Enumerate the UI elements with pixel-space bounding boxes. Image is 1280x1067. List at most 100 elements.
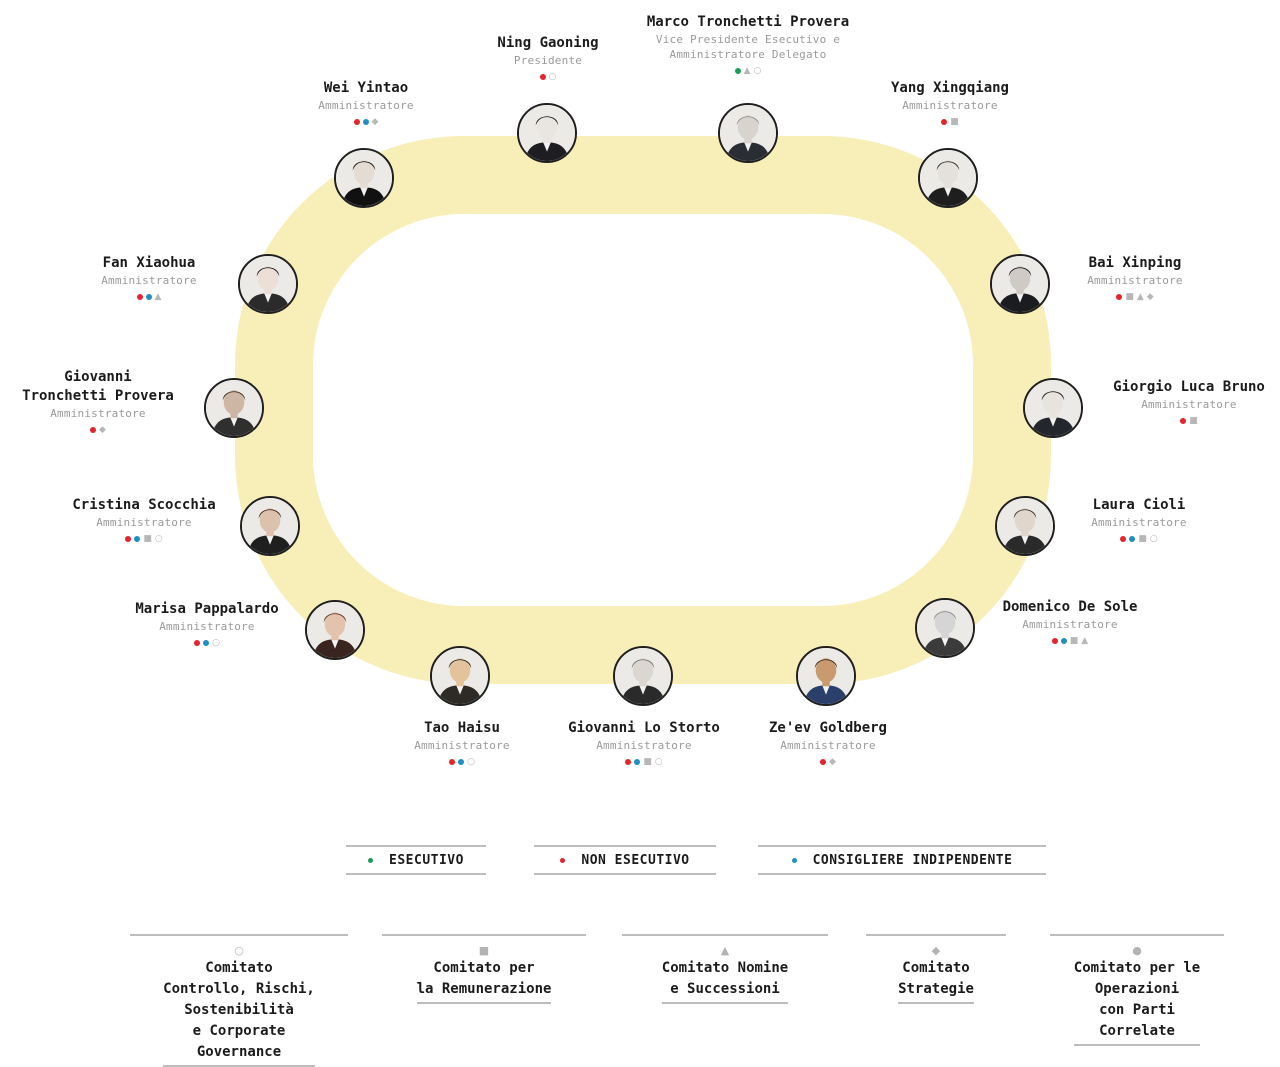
member-role: Amministratore bbox=[96, 516, 192, 529]
member-role: Amministratore bbox=[1091, 516, 1187, 529]
committee-title[interactable]: Comitato per la Remunerazione bbox=[416, 958, 552, 1004]
member-giorgio-luca-bruno: Giorgio Luca Bruno Amministratore ■ bbox=[1100, 378, 1278, 427]
circle-outline-icon: ○ bbox=[753, 66, 762, 76]
independent-dot-icon bbox=[791, 857, 797, 863]
committee-control-risks: ○ Comitato Controllo, Rischi, Sostenibil… bbox=[130, 934, 348, 1067]
diamond-icon: ◆ bbox=[931, 944, 941, 957]
square-icon: ■ bbox=[1125, 292, 1134, 302]
member-marks: ■○ bbox=[1120, 533, 1158, 545]
independent-dot-icon bbox=[1129, 536, 1136, 542]
member-role: Amministratore bbox=[780, 739, 876, 752]
triangle-icon: ▲ bbox=[1136, 292, 1144, 302]
portrait-icon bbox=[432, 648, 488, 704]
avatar-marco-tronchetti-provera[interactable] bbox=[718, 103, 778, 163]
square-icon: ■ bbox=[143, 534, 152, 544]
committee-title[interactable]: Comitato Nomine e Successioni bbox=[661, 958, 789, 1004]
member-marks: ○ bbox=[539, 71, 556, 83]
avatar-laura-cioli[interactable] bbox=[995, 496, 1055, 556]
member-name[interactable]: Wei Yintao bbox=[323, 80, 409, 96]
member-marks: ■○ bbox=[125, 533, 163, 545]
member-name[interactable]: Yang Xingqiang bbox=[890, 80, 1009, 96]
avatar-yang-xingqiang[interactable] bbox=[918, 148, 978, 208]
member-cristina-scocchia: Cristina Scocchia Amministratore ■○ bbox=[60, 496, 228, 545]
avatar-domenico-de-sole[interactable] bbox=[915, 598, 975, 658]
portrait-icon bbox=[720, 105, 776, 161]
diamond-icon: ◆ bbox=[371, 117, 379, 127]
member-name[interactable]: Bai Xinping bbox=[1088, 255, 1182, 271]
portrait-icon bbox=[519, 105, 575, 161]
triangle-icon: ▲ bbox=[743, 66, 751, 76]
member-role: Amministratore bbox=[902, 99, 998, 112]
member-marisa-pappalardo: Marisa Pappalardo Amministratore ○ bbox=[124, 600, 290, 649]
member-marks: ◆ bbox=[353, 116, 379, 128]
portrait-icon bbox=[206, 380, 262, 436]
circle-outline-icon: ○ bbox=[654, 757, 663, 767]
committee-title[interactable]: Comitato Controllo, Rischi, Sostenibilit… bbox=[163, 958, 315, 1067]
non-executive-dot-icon bbox=[1180, 418, 1187, 424]
member-name[interactable]: Marco Tronchetti Provera bbox=[646, 14, 850, 30]
member-ning-gaoning: Ning Gaoning Presidente ○ bbox=[486, 34, 610, 83]
avatar-giorgio-luca-bruno[interactable] bbox=[1023, 378, 1083, 438]
square-icon: ■ bbox=[1138, 534, 1147, 544]
non-executive-dot-icon bbox=[941, 119, 948, 125]
triangle-icon: ▲ bbox=[720, 944, 730, 957]
legend-non-executive: NON ESECUTIVO bbox=[534, 845, 716, 875]
independent-dot-icon bbox=[458, 759, 465, 765]
portrait-icon bbox=[240, 256, 296, 312]
member-name[interactable]: Laura Cioli bbox=[1092, 497, 1186, 513]
member-bai-xinping: Bai Xinping Amministratore ■▲◆ bbox=[1068, 254, 1202, 303]
non-executive-dot-icon bbox=[125, 536, 132, 542]
member-name[interactable]: Marisa Pappalardo bbox=[135, 601, 279, 617]
member-domenico-de-sole: Domenico De Sole Amministratore ■▲ bbox=[995, 598, 1145, 647]
non-executive-dot-icon bbox=[1051, 638, 1058, 644]
member-role: Vice Presidente Esecutivo e Amministrato… bbox=[655, 33, 841, 61]
member-wei-yintao: Wei Yintao Amministratore ◆ bbox=[302, 79, 430, 128]
member-name[interactable]: Giovanni Tronchetti Provera bbox=[22, 369, 174, 404]
triangle-icon: ▲ bbox=[154, 292, 162, 302]
member-yang-xingqiang: Yang Xingqiang Amministratore ■ bbox=[876, 79, 1024, 128]
committee-related-parties: ● Comitato per le Operazioni con Parti C… bbox=[1050, 934, 1224, 1046]
member-name[interactable]: Cristina Scocchia bbox=[72, 497, 216, 513]
member-name[interactable]: Ning Gaoning bbox=[497, 35, 599, 51]
member-name[interactable]: Ze'ev Goldberg bbox=[768, 720, 887, 736]
committee-remuneration: ■ Comitato per la Remunerazione bbox=[382, 934, 586, 1004]
square-icon: ■ bbox=[1069, 636, 1079, 646]
member-role: Presidente bbox=[513, 54, 583, 67]
committee-title[interactable]: Comitato Strategie bbox=[898, 958, 974, 1004]
non-executive-dot-icon bbox=[1120, 536, 1127, 542]
avatar-ning-gaoning[interactable] bbox=[517, 103, 577, 163]
member-marks: ▲○ bbox=[734, 65, 762, 77]
member-giovanni-lo-storto: Giovanni Lo Storto Amministratore ■○ bbox=[552, 719, 736, 768]
avatar-giovanni-lo-storto[interactable] bbox=[613, 646, 673, 706]
member-name[interactable]: Giorgio Luca Bruno bbox=[1113, 379, 1265, 395]
member-role: Amministratore bbox=[1087, 274, 1183, 287]
portrait-icon bbox=[917, 600, 973, 656]
member-tao-haisu: Tao Haisu Amministratore ○ bbox=[398, 719, 526, 768]
independent-dot-icon bbox=[145, 294, 152, 300]
legend-independent: CONSIGLIERE INDIPENDENTE bbox=[758, 845, 1046, 875]
member-marco-tronchetti-provera: Marco Tronchetti Provera Vice Presidente… bbox=[624, 13, 872, 77]
independent-dot-icon bbox=[634, 759, 641, 765]
member-name[interactable]: Domenico De Sole bbox=[1002, 599, 1138, 615]
committee-strategies: ◆ Comitato Strategie bbox=[866, 934, 1006, 1004]
member-role: Amministratore bbox=[101, 274, 197, 287]
portrait-icon bbox=[336, 150, 392, 206]
avatar-giovanni-tronchetti-provera[interactable] bbox=[204, 378, 264, 438]
non-executive-dot-icon bbox=[560, 857, 566, 863]
member-name[interactable]: Fan Xiaohua bbox=[102, 255, 196, 271]
square-icon: ■ bbox=[478, 944, 490, 957]
avatar-cristina-scocchia[interactable] bbox=[240, 496, 300, 556]
member-laura-cioli: Laura Cioli Amministratore ■○ bbox=[1072, 496, 1206, 545]
member-name[interactable]: Giovanni Lo Storto bbox=[568, 720, 720, 736]
avatar-wei-yintao[interactable] bbox=[334, 148, 394, 208]
committee-title[interactable]: Comitato per le Operazioni con Parti Cor… bbox=[1073, 958, 1201, 1046]
avatar-zeev-goldberg[interactable] bbox=[796, 646, 856, 706]
avatar-marisa-pappalardo[interactable] bbox=[305, 600, 365, 660]
non-executive-dot-icon bbox=[353, 119, 360, 125]
avatar-tao-haisu[interactable] bbox=[430, 646, 490, 706]
member-name[interactable]: Tao Haisu bbox=[424, 720, 500, 736]
avatar-fan-xiaohua[interactable] bbox=[238, 254, 298, 314]
non-executive-dot-icon bbox=[625, 759, 632, 765]
avatar-bai-xinping[interactable] bbox=[990, 254, 1050, 314]
portrait-icon bbox=[992, 256, 1048, 312]
